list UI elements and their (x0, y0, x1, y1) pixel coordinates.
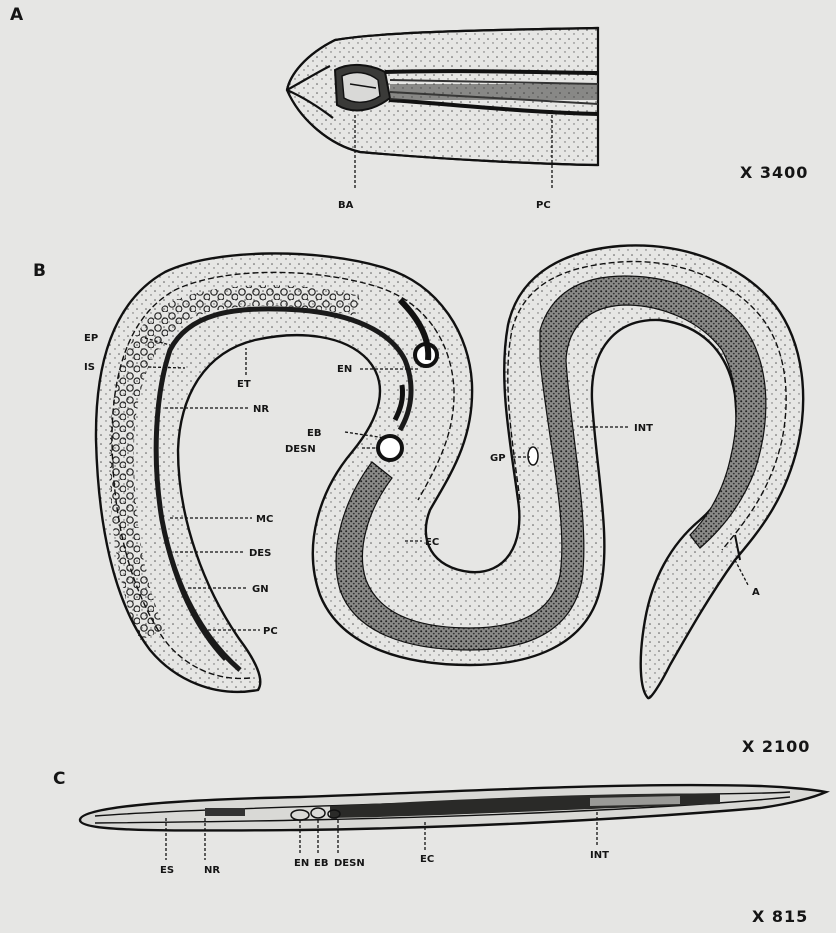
magnification-c: X 815 (752, 907, 808, 926)
label-b-gn: GN (252, 584, 269, 595)
label-b-ep: EP (84, 333, 98, 344)
magnification-b: X 2100 (742, 737, 810, 756)
label-b-des: DES (249, 548, 271, 559)
label-b-eb: EB (307, 428, 321, 439)
label-a-ba: BA (338, 200, 354, 211)
panel-c-letter: C (53, 769, 65, 789)
label-b-nr: NR (253, 404, 269, 415)
magnification-a: X 3400 (740, 163, 808, 182)
label-b-en: EN (337, 364, 352, 375)
panel-b-letter: B (33, 261, 46, 281)
label-b-mc: MC (256, 514, 273, 525)
label-b-gp: GP (490, 453, 506, 464)
panel-a-head-drawing (287, 28, 598, 165)
label-b-desn: DESN (285, 444, 316, 455)
panel-a-letter: A (10, 5, 24, 25)
panel-c-worm-drawing (80, 785, 826, 830)
label-b-a: A (752, 587, 760, 598)
label-a-pc: PC (536, 200, 551, 211)
label-b-et: ET (237, 379, 251, 390)
label-c-nr: NR (204, 865, 220, 876)
label-b-ec: EC (425, 537, 439, 548)
label-c-eb: EB (314, 858, 328, 869)
label-c-ec: EC (420, 854, 434, 865)
label-c-en: EN (294, 858, 309, 869)
label-c-int: INT (590, 850, 609, 861)
label-c-desn: DESN (334, 858, 365, 869)
label-c-es: ES (160, 865, 174, 876)
label-b-is: IS (84, 362, 95, 373)
panel-b: B (33, 245, 810, 756)
label-b-int: INT (634, 423, 653, 434)
label-b-pc: PC (263, 626, 278, 637)
panel-c: C ES NR EN EB DESN EC I (53, 769, 826, 926)
panel-b-worm-drawing (96, 245, 803, 698)
panel-a: A BA PC X 3400 (10, 5, 808, 211)
